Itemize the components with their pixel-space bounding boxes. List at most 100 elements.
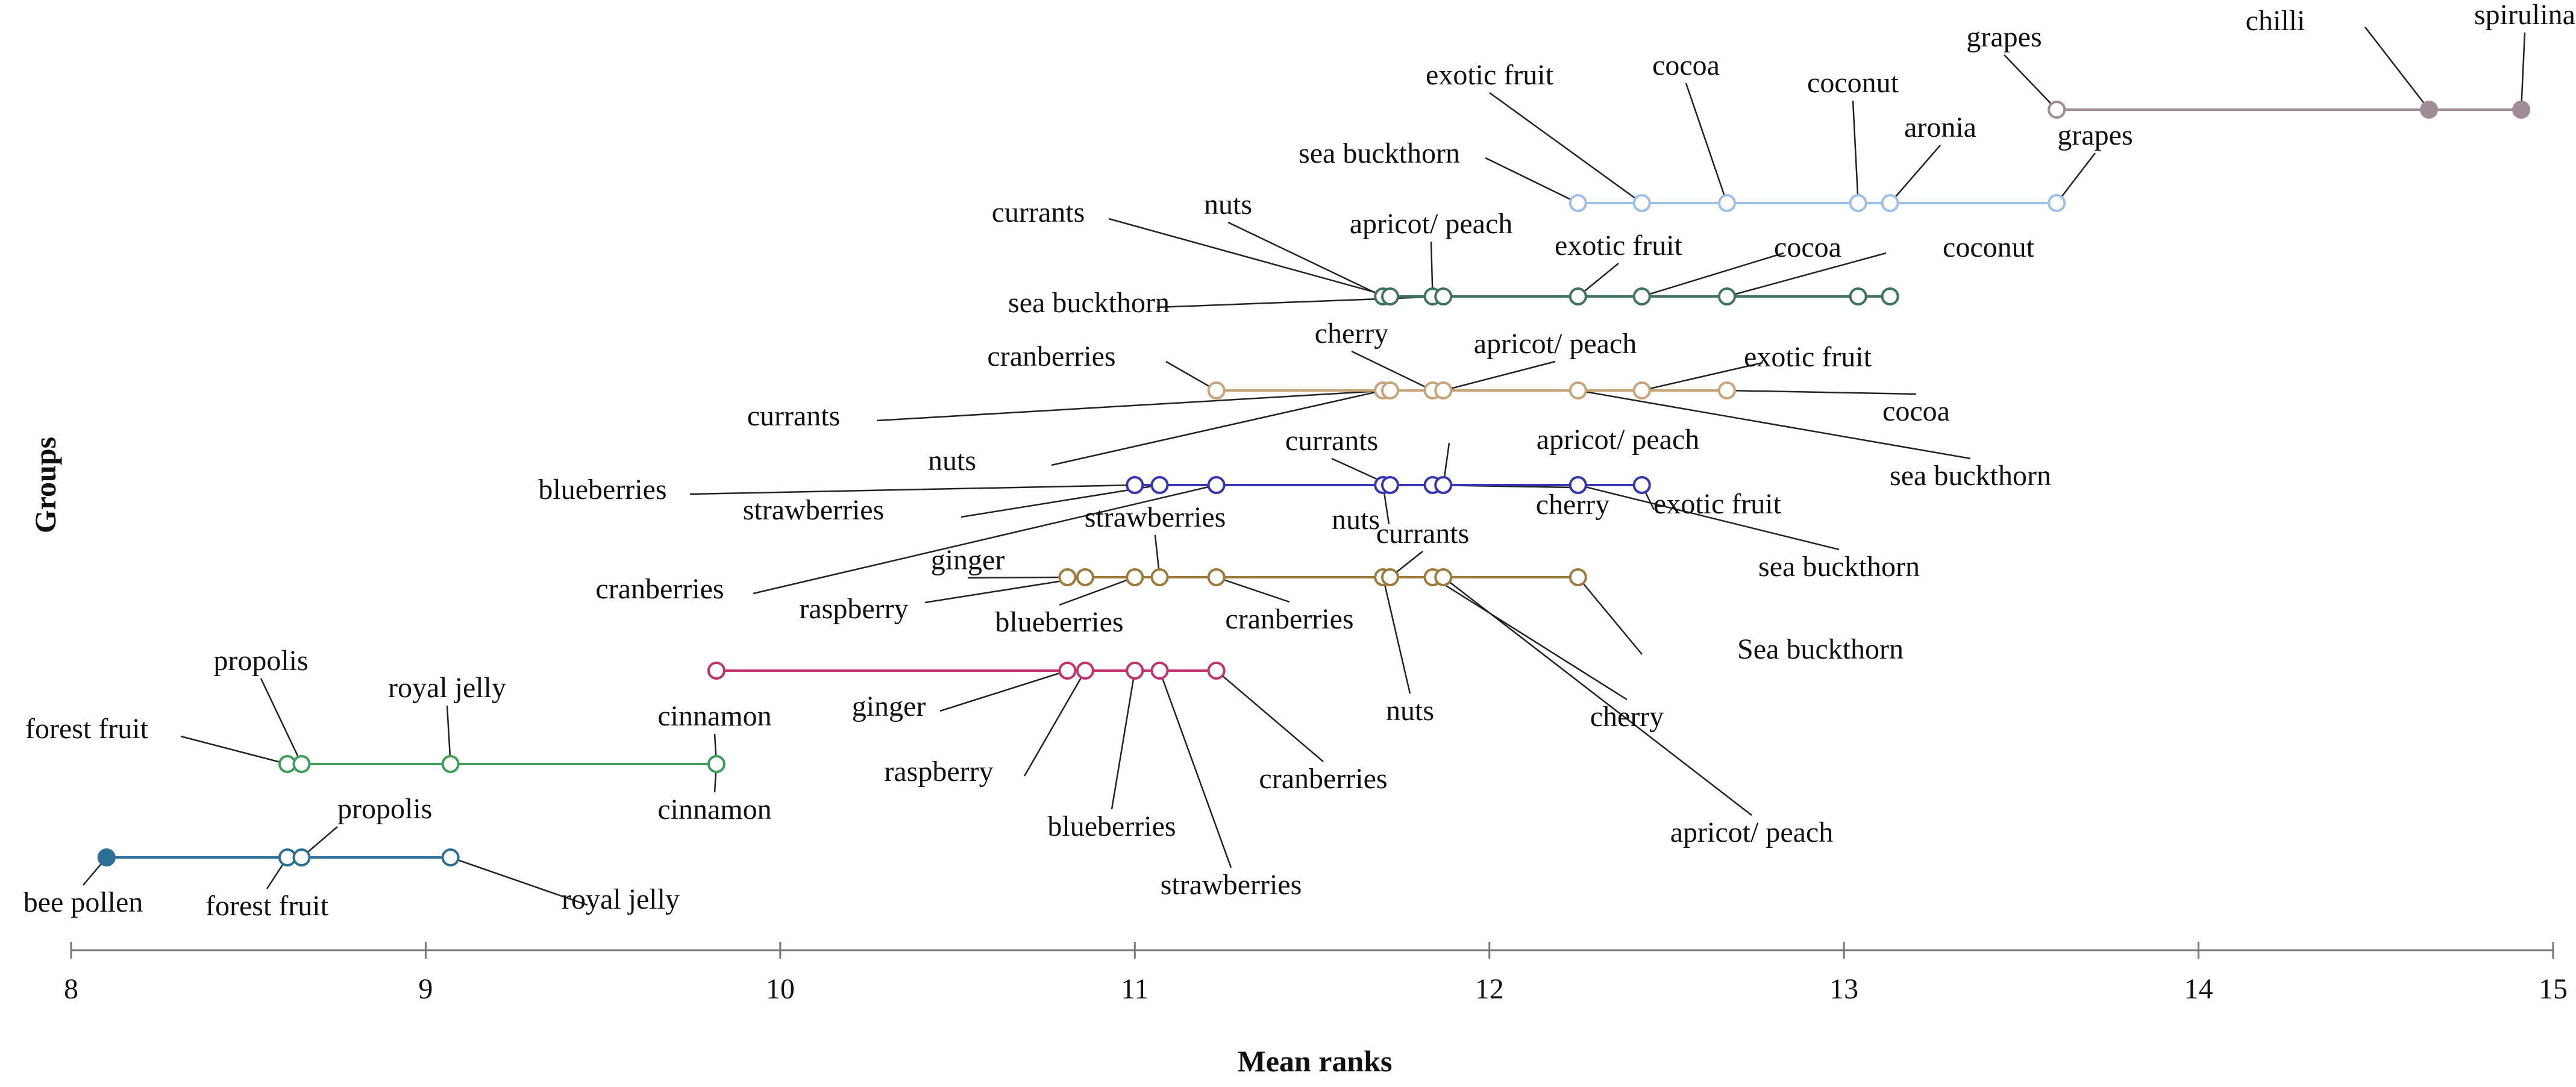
group-4 <box>1058 568 1587 586</box>
x-tick-label: 15 <box>2539 973 2568 1005</box>
data-point <box>707 755 725 773</box>
label-leader-line <box>1685 83 1728 204</box>
label-leader-line <box>1108 218 1391 298</box>
point-label: coconut <box>1943 231 2035 263</box>
data-point <box>441 755 460 773</box>
data-point <box>1568 194 1587 212</box>
group-1 <box>97 848 460 866</box>
data-point <box>1717 381 1736 399</box>
point-label: cranberries <box>1225 603 1353 635</box>
label-leader-line <box>1443 577 1752 816</box>
point-label: cranberries <box>595 573 724 605</box>
point-label: cocoa <box>1774 231 1841 263</box>
data-point <box>2512 101 2531 119</box>
point-label: blueberries <box>1047 810 1176 842</box>
data-point <box>1126 568 1144 586</box>
label-leader-line <box>1227 221 1384 298</box>
x-tick-label: 11 <box>1121 973 1149 1005</box>
data-point <box>1380 381 1399 399</box>
label-leader-line <box>753 484 1217 595</box>
label-leader-line <box>2364 27 2430 110</box>
point-label: chilli <box>2246 5 2305 37</box>
x-tick-label: 8 <box>64 973 78 1005</box>
data-point <box>1717 287 1736 305</box>
data-point <box>1150 568 1169 586</box>
label-leader-line <box>1443 360 1556 392</box>
x-tick-label: 12 <box>1475 973 1504 1005</box>
label-leader-line <box>446 705 451 765</box>
point-label: exotic fruit <box>1555 230 1683 262</box>
point-label: cherry <box>1315 318 1389 349</box>
point-label: currants <box>747 400 841 432</box>
data-point <box>292 848 311 866</box>
group-5 <box>1126 476 1651 494</box>
label-leader-line <box>1726 252 1887 298</box>
data-point <box>1126 662 1144 680</box>
label-leader-line <box>1430 241 1434 297</box>
data-point <box>1434 287 1453 305</box>
label-leader-line <box>1059 576 1135 606</box>
point-label: raspberry <box>884 756 993 788</box>
point-label: currants <box>1376 518 1470 550</box>
point-label: aronia <box>1904 111 1976 143</box>
data-point <box>1717 194 1736 212</box>
data-point <box>1380 476 1399 494</box>
data-point <box>2048 101 2066 119</box>
label-leader-line <box>1489 92 1643 204</box>
point-label: raspberry <box>799 593 908 625</box>
label-leader-line <box>689 484 1135 495</box>
label-leader-line <box>260 678 302 765</box>
label-leader-line <box>2056 152 2096 204</box>
point-label: cocoa <box>1652 49 1720 81</box>
data-point <box>1632 381 1651 399</box>
point-label: currants <box>992 196 1085 228</box>
point-label: grapes <box>1966 21 2042 53</box>
point-label: royal jelly <box>562 883 680 915</box>
data-point <box>1568 287 1587 305</box>
point-label: grapes <box>2057 119 2133 151</box>
data-point <box>1076 662 1094 680</box>
point-label: apricot/ peach <box>1670 816 1834 848</box>
label-leader-line <box>1156 295 1444 309</box>
point-label: Sea buckthorn <box>1737 633 1904 665</box>
data-point <box>1434 568 1453 586</box>
data-point <box>1207 381 1226 399</box>
point-label: exotic fruit <box>1653 488 1782 520</box>
group-7 <box>1374 287 1899 305</box>
data-point <box>1380 287 1399 305</box>
point-label: sea buckthorn <box>1890 460 2051 492</box>
data-point <box>1568 476 1587 494</box>
point-label: currants <box>1285 425 1379 457</box>
data-point <box>1881 287 1899 305</box>
x-axis-title: Mean ranks <box>1238 1044 1393 1078</box>
point-label: propolis <box>337 793 432 825</box>
label-leader-line <box>1351 350 1434 392</box>
point-label: spirulina <box>2474 0 2575 31</box>
label-leader-line <box>1852 100 1859 204</box>
label-leader-line <box>1165 360 1217 392</box>
label-leader-line <box>2004 54 2058 110</box>
point-label: cocoa <box>1882 395 1950 427</box>
label-leader-line <box>1215 670 1324 762</box>
x-tick-label: 9 <box>418 973 433 1005</box>
point-label: nuts <box>1204 189 1252 221</box>
data-point <box>1150 476 1169 494</box>
point-label: coconut <box>1807 67 1899 99</box>
point-label: cherry <box>1536 489 1610 521</box>
data-point <box>1881 194 1899 212</box>
label-leader-line <box>1641 362 1763 392</box>
group-3 <box>707 662 1226 680</box>
point-label: ginger <box>931 544 1005 576</box>
point-label: apricot/ peach <box>1537 424 1700 456</box>
label-leader-line <box>967 576 1068 579</box>
data-point <box>1058 662 1077 680</box>
point-label: apricot/ peach <box>1350 208 1513 240</box>
data-point <box>1632 476 1651 494</box>
data-point <box>1076 568 1094 586</box>
label-leader-line <box>1485 157 1579 204</box>
data-point <box>1207 568 1226 586</box>
label-leader-line <box>1382 577 1411 694</box>
point-label: strawberries <box>743 494 885 526</box>
data-point <box>1632 194 1651 212</box>
